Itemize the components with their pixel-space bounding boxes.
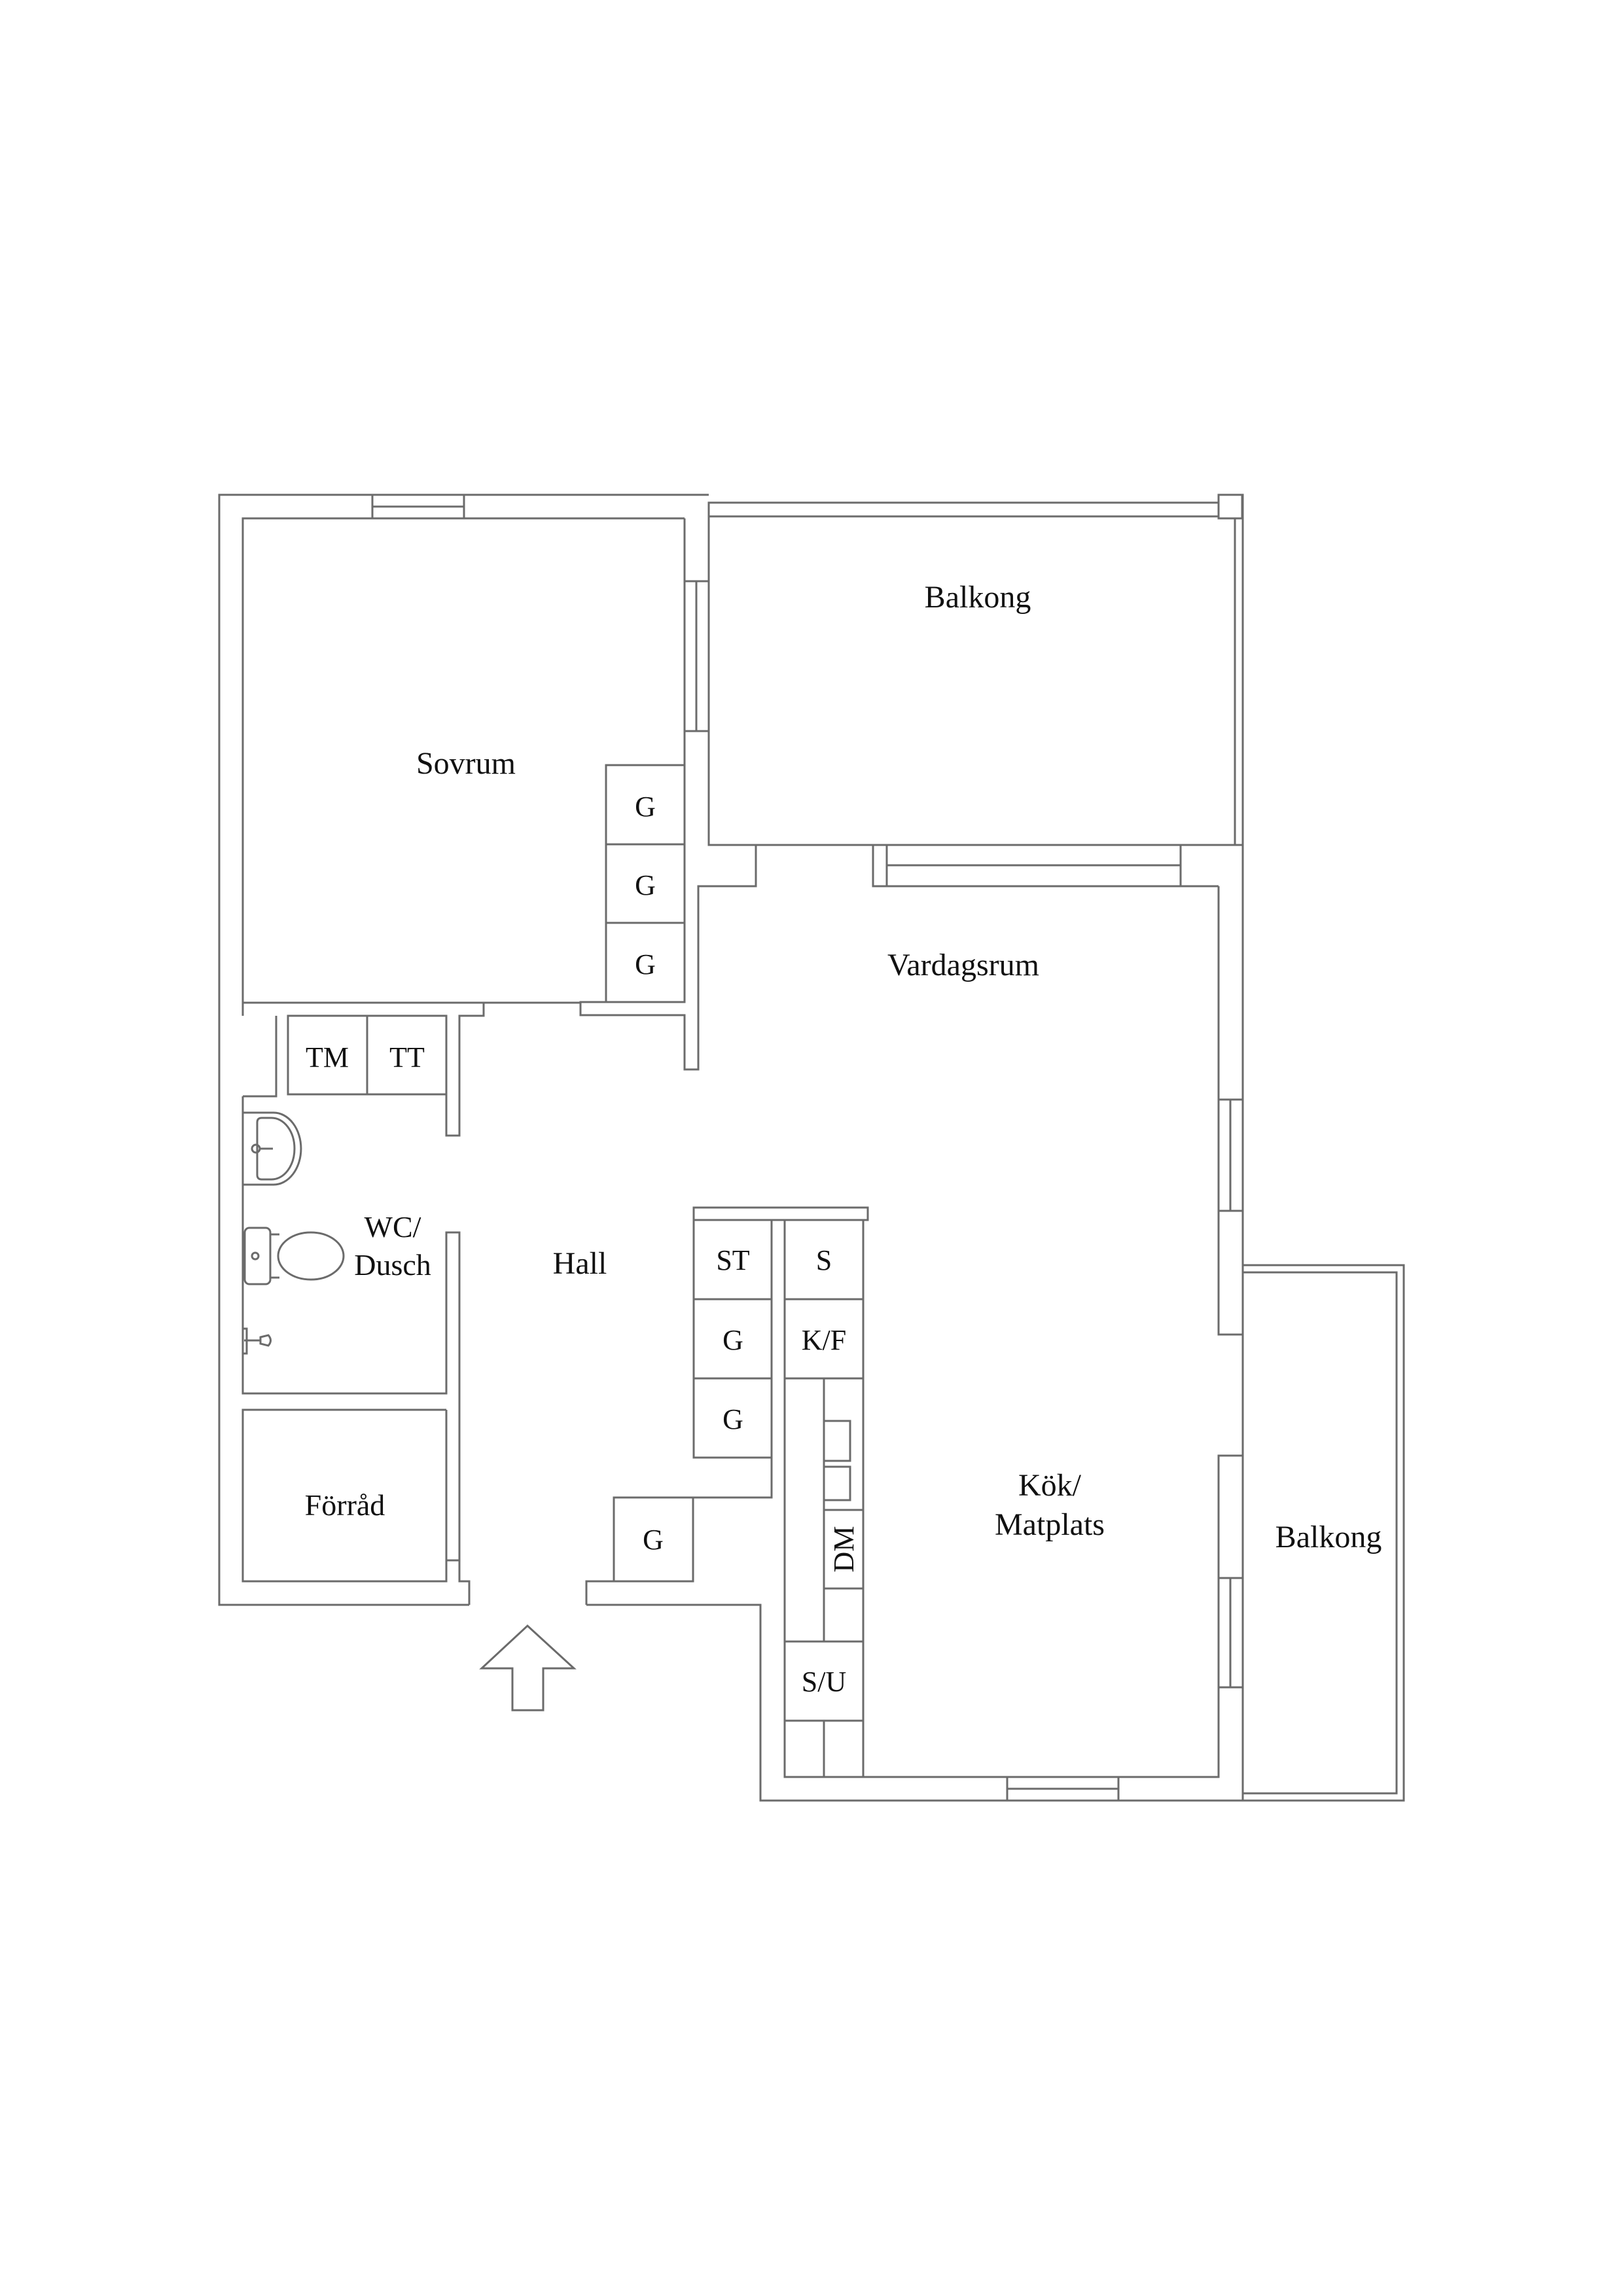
balkong-right-label: Balkong — [1275, 1520, 1382, 1554]
arrow-up-icon — [479, 1624, 577, 1712]
shower-icon — [241, 1327, 272, 1355]
tm-label: TM — [306, 1041, 349, 1073]
laundry-units: TM TT — [243, 1014, 448, 1098]
stove-oven-label: S/U — [802, 1666, 846, 1698]
closet-label: G — [635, 948, 656, 980]
fridge-freezer-label: K/F — [802, 1324, 846, 1356]
room-labels: Sovrum Balkong Vardagsrum Hall Kök/ Matp… — [416, 580, 1382, 1554]
outer-walls — [218, 493, 1244, 1802]
closet-label: G — [635, 869, 656, 901]
sovrum-closets: G G G — [605, 764, 686, 1003]
hall-closet-label: G — [722, 1403, 743, 1435]
balkong-top-label: Balkong — [925, 580, 1031, 615]
window-vardagsrum — [872, 844, 1220, 1100]
wc-label-line1: WC/ — [365, 1210, 421, 1244]
wc-label-line2: Dusch — [354, 1248, 431, 1282]
kok-label-line2: Matplats — [995, 1507, 1105, 1542]
sink-cabinet-label: S — [816, 1244, 832, 1276]
forrad-label: Förråd — [305, 1488, 385, 1522]
kitchen-cabinets: S K/F DM S/U — [783, 1219, 865, 1778]
bathroom: WC/ Dusch — [241, 1096, 461, 1560]
balcony-top — [707, 493, 1243, 846]
stove-plate-icon — [823, 1420, 851, 1462]
hall-closet-label: G — [722, 1324, 743, 1356]
window-sovrum — [371, 493, 465, 520]
closet-label: G — [635, 791, 656, 823]
tt-label: TT — [389, 1041, 425, 1073]
balcony-right — [1243, 1264, 1405, 1802]
hall-cabinets: ST G G — [692, 1206, 869, 1459]
st-label: ST — [716, 1244, 749, 1276]
dishwasher-label: DM — [828, 1526, 860, 1573]
right-wall — [785, 1098, 1244, 1802]
entry-closet-label: G — [643, 1524, 664, 1556]
storage-room: Förråd — [241, 1408, 471, 1605]
vardagsrum-label: Vardagsrum — [887, 948, 1039, 982]
sink-icon — [243, 1111, 302, 1186]
hall-label: Hall — [553, 1246, 607, 1281]
toilet-icon — [243, 1227, 345, 1285]
entry-closet: G — [585, 1220, 773, 1605]
kok-label-line1: Kök/ — [1018, 1468, 1082, 1503]
sovrum-label: Sovrum — [416, 746, 516, 781]
stove-plate-icon — [823, 1465, 851, 1501]
